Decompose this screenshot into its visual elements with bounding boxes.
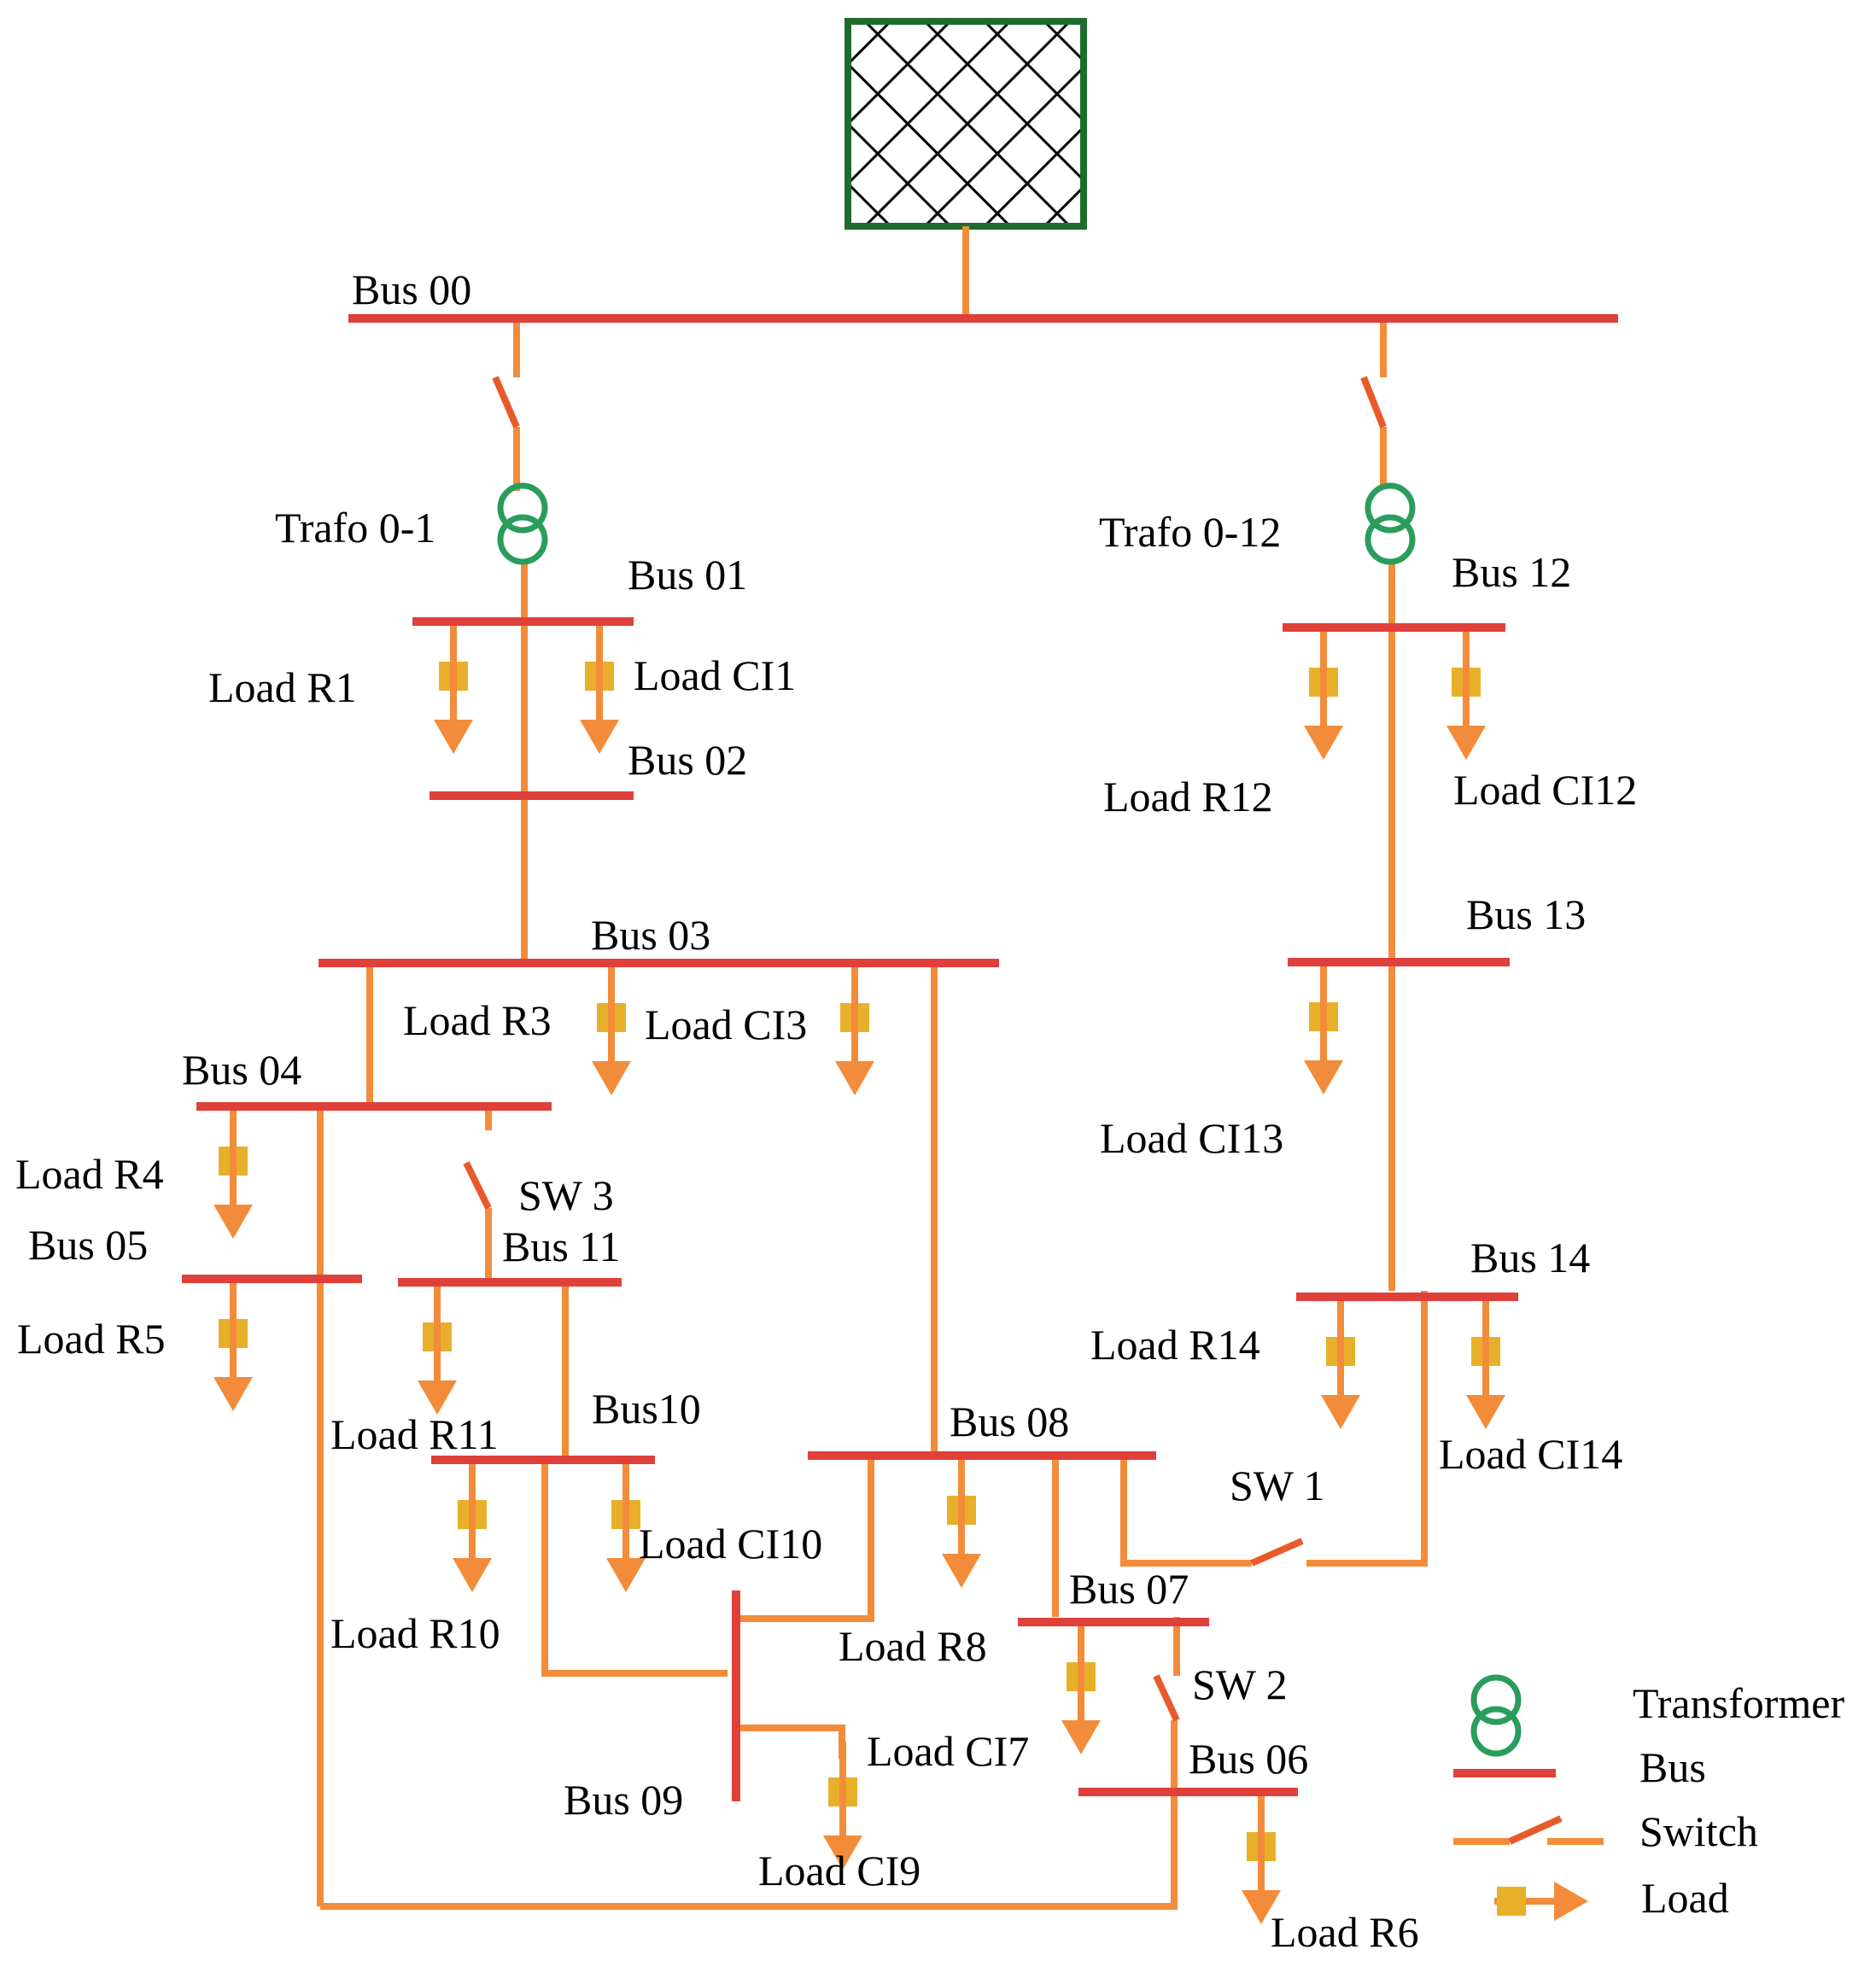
load-r14: [1321, 1301, 1360, 1429]
label-load-r1: Load R1: [208, 663, 357, 711]
load-r10: [453, 1464, 492, 1592]
label-bus07: Bus 07: [1069, 1565, 1189, 1613]
label-load-r3: Load R3: [403, 996, 552, 1044]
load-r5: [213, 1283, 253, 1411]
load-r12: [1304, 632, 1343, 760]
legend-switch-icon: [1453, 1815, 1604, 1845]
label-sw3: SW 3: [518, 1171, 614, 1219]
load-r4: [213, 1111, 253, 1239]
label-bus11: Bus 11: [502, 1223, 620, 1270]
label-bus10: Bus10: [592, 1385, 701, 1433]
labels: Bus 00 Trafo 0-1 Bus 01 Load R1 Load CI1…: [15, 266, 1637, 1956]
label-load-r6: Load R6: [1271, 1908, 1419, 1956]
connection-lines: [317, 226, 1428, 1910]
label-load-ci14: Load CI14: [1439, 1430, 1622, 1478]
label-bus04: Bus 04: [182, 1046, 301, 1094]
label-sw2: SW 2: [1192, 1660, 1288, 1708]
load-ci13: [1304, 966, 1343, 1094]
buses: [182, 314, 1618, 1801]
load-r8: [942, 1460, 981, 1588]
label-load-ci10: Load CI10: [639, 1520, 822, 1567]
label-bus06: Bus 06: [1189, 1735, 1308, 1783]
load-r6: [1242, 1796, 1281, 1924]
legend-switch-label: Switch: [1639, 1807, 1758, 1855]
label-sw1: SW 1: [1230, 1462, 1325, 1509]
label-load-ci9: Load CI9: [758, 1847, 920, 1894]
transformer-trafo-0-1: [497, 482, 548, 565]
label-trafo01: Trafo 0-1: [275, 504, 435, 552]
load-ci12: [1446, 632, 1486, 760]
label-bus02: Bus 02: [628, 736, 747, 784]
label-load-ci13: Load CI13: [1100, 1114, 1283, 1162]
label-bus13: Bus 13: [1466, 890, 1586, 938]
label-load-ci1: Load CI1: [634, 651, 796, 699]
load-r3: [592, 967, 631, 1095]
legend-bus-label: Bus: [1639, 1743, 1706, 1791]
label-load-r14: Load R14: [1090, 1321, 1260, 1369]
label-load-r10: Load R10: [330, 1609, 500, 1657]
switch-bus00-trafo012: [1360, 376, 1387, 429]
label-trafo012: Trafo 0-12: [1099, 508, 1281, 556]
label-bus12: Bus 12: [1452, 548, 1571, 596]
label-load-r11: Load R11: [330, 1410, 499, 1458]
load-ci7: [1061, 1626, 1101, 1754]
switch-bus00-trafo01: [492, 322, 520, 429]
switch-sw2: [1153, 1674, 1180, 1722]
load-ci1: [580, 626, 619, 754]
label-load-r12: Load R12: [1103, 773, 1273, 820]
label-load-r8: Load R8: [839, 1622, 987, 1670]
label-load-ci3: Load CI3: [645, 1001, 807, 1048]
label-bus05: Bus 05: [28, 1221, 148, 1269]
legend-load-label: Load: [1641, 1874, 1729, 1922]
label-load-ci7: Load CI7: [867, 1727, 1029, 1775]
legend: Transformer Bus Switch Load: [1453, 1674, 1844, 1922]
legend-load-icon: [1494, 1882, 1588, 1921]
label-load-r5: Load R5: [17, 1315, 166, 1363]
legend-transformer-label: Transformer: [1633, 1679, 1844, 1727]
label-load-r4: Load R4: [15, 1150, 164, 1198]
transformer-trafo-0-12: [1365, 482, 1416, 565]
label-load-ci12: Load CI12: [1453, 766, 1637, 814]
label-bus08: Bus 08: [950, 1398, 1069, 1445]
load-ci3: [835, 967, 874, 1095]
label-bus14: Bus 14: [1470, 1234, 1590, 1281]
load-r1: [434, 626, 473, 754]
loads: [213, 626, 1505, 1924]
switch-sw1: [1250, 1538, 1304, 1567]
load-ci14: [1466, 1301, 1505, 1429]
label-bus00: Bus 00: [352, 266, 471, 313]
label-bus01: Bus 01: [628, 551, 747, 598]
legend-transformer-icon: [1470, 1674, 1522, 1757]
external-grid: [844, 18, 1087, 230]
label-bus09: Bus 09: [564, 1776, 683, 1824]
switch-sw3: [463, 1161, 492, 1210]
load-r11: [418, 1287, 457, 1415]
label-bus03: Bus 03: [591, 911, 710, 959]
